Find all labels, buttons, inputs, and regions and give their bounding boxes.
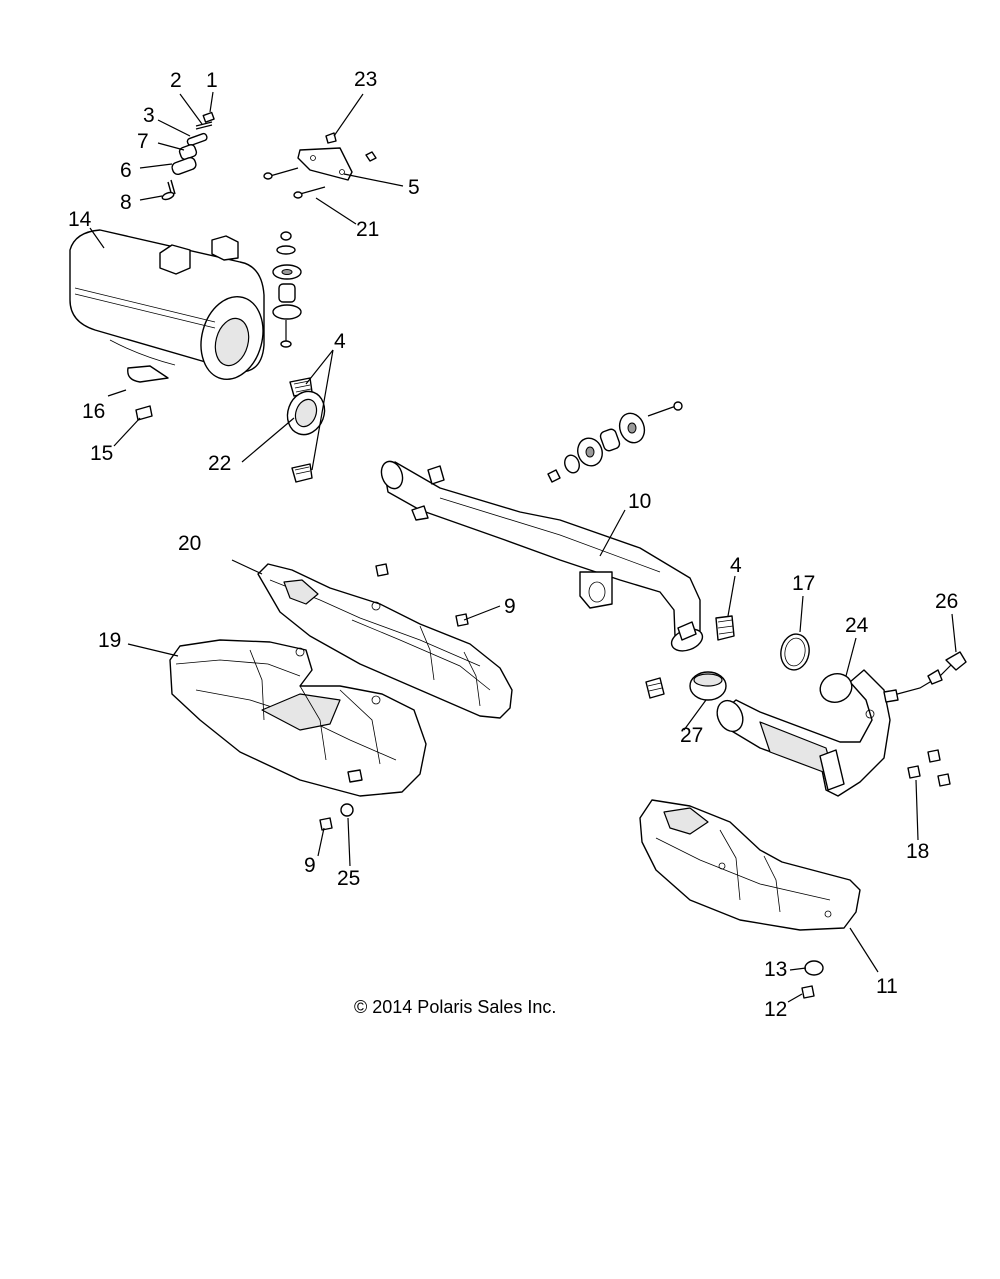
fastener-12 [801, 985, 815, 999]
head-pipe [380, 460, 704, 652]
pipe-mount-hardware [547, 401, 683, 483]
callout-22: 22 [208, 452, 231, 475]
callout-20: 20 [178, 532, 201, 555]
copyright-notice: © 2014 Polaris Sales Inc. [354, 997, 556, 1017]
callout-9-upper: 9 [504, 595, 516, 618]
callouts: 1 2 3 7 6 8 23 5 21 14 4 16 15 22 10 20 … [68, 68, 958, 1021]
callout-24: 24 [845, 614, 869, 637]
callout-17: 17 [792, 572, 815, 595]
callout-12: 12 [764, 998, 787, 1021]
upper-mount-hardware [161, 111, 215, 201]
callout-6: 6 [120, 159, 132, 182]
callout-8: 8 [120, 191, 132, 214]
muffler [69, 229, 265, 383]
bolts-18 [907, 749, 951, 787]
callout-19: 19 [98, 629, 121, 652]
callout-11: 11 [876, 975, 898, 998]
callout-26: 26 [935, 590, 958, 613]
leader-lines [89, 91, 957, 1003]
callout-5: 5 [408, 176, 420, 199]
mid-pipe [716, 669, 891, 797]
callout-4-lower: 4 [730, 554, 742, 577]
callout-7: 7 [137, 130, 149, 153]
clip-16 [107, 389, 127, 397]
heat-shield-20 [257, 563, 513, 719]
callout-27: 27 [680, 724, 703, 747]
callout-21: 21 [356, 218, 379, 241]
callout-2: 2 [170, 69, 182, 92]
spacer-3 [186, 132, 208, 147]
springs-and-gasket [107, 377, 326, 483]
callout-18: 18 [906, 840, 929, 863]
callout-1: 1 [206, 69, 218, 92]
nut-1 [202, 111, 215, 123]
fastener-15 [135, 405, 153, 421]
heat-shield-11 [639, 799, 861, 999]
callout-16: 16 [82, 400, 105, 423]
washer-13 [804, 960, 824, 976]
heat-shield-19 [169, 639, 427, 831]
callout-4-upper: 4 [334, 330, 346, 353]
callout-25: 25 [337, 867, 360, 890]
callout-13: 13 [764, 958, 787, 981]
callout-23: 23 [354, 68, 377, 91]
isolator-stack [272, 231, 302, 348]
callout-10: 10 [628, 490, 651, 513]
pipe-end-parts [645, 615, 810, 701]
callout-9-lower: 9 [304, 854, 316, 877]
callout-14: 14 [68, 208, 92, 231]
callout-15: 15 [90, 442, 113, 465]
callout-3: 3 [143, 104, 155, 127]
washer-25 [340, 803, 354, 817]
o2-sensor [883, 651, 967, 703]
spring-2 [195, 121, 213, 130]
bracket [263, 132, 377, 199]
grommet-6 [171, 156, 197, 176]
